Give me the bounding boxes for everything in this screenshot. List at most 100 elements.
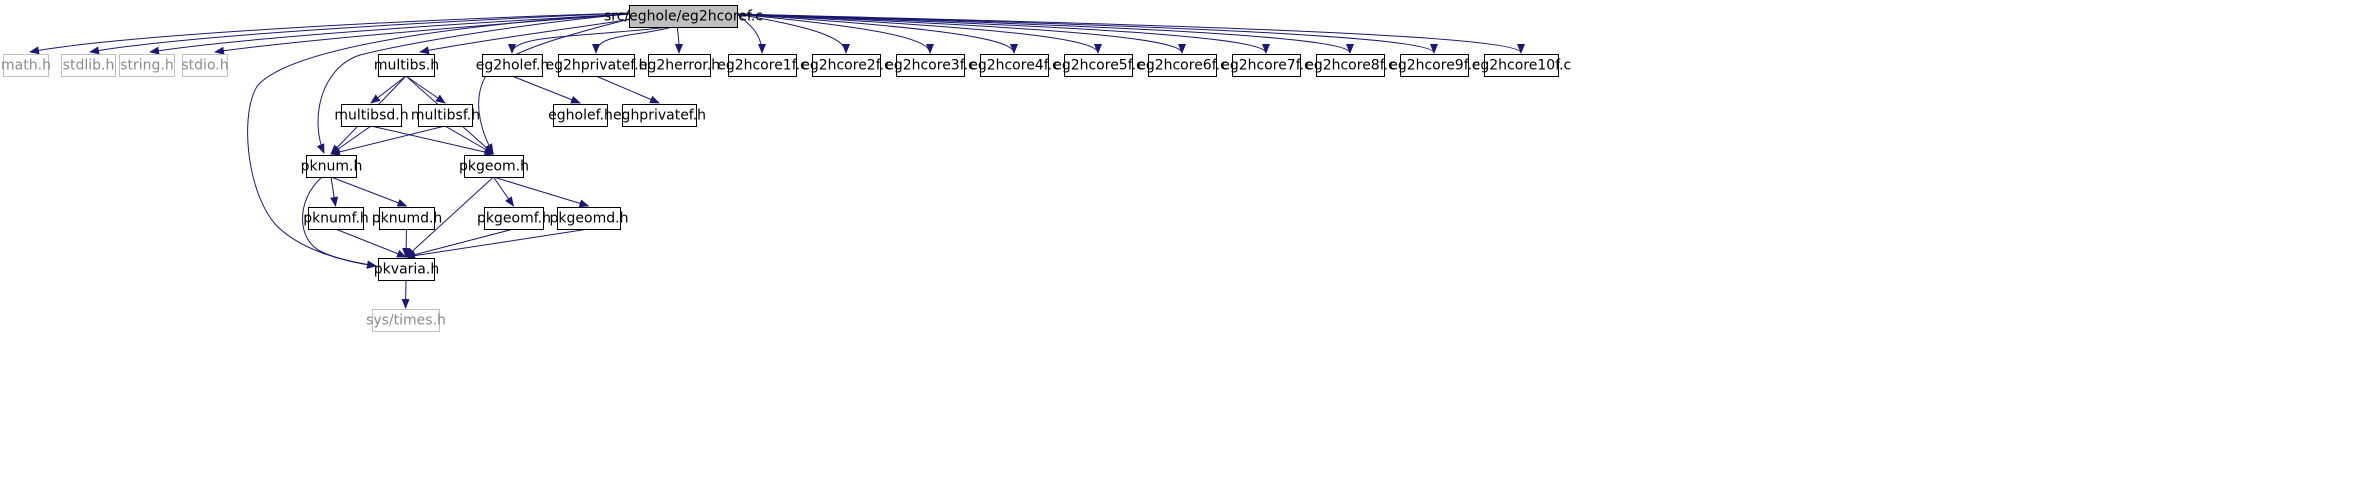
edge-pkgeom-to-pkvaria — [405, 176, 494, 258]
node-multibsf[interactable]: multibsf.h — [411, 104, 480, 127]
edge-root-to-eg2hcore4f — [736, 13, 1018, 54]
node-label: pkgeomf.h — [477, 211, 551, 227]
node-box — [1316, 54, 1385, 77]
node-eg2hcore5f[interactable]: eg2hcore5f.c — [1053, 54, 1144, 77]
node-label: math.h — [1, 58, 51, 74]
node-eg2hcore2f[interactable]: eg2hcore2f.c — [801, 54, 892, 77]
node-eghprivatef[interactable]: eghprivatef.h — [613, 104, 706, 127]
node-box — [896, 54, 965, 77]
node-eg2hprivatef[interactable]: eg2hprivatef.h — [545, 54, 648, 77]
node-box — [728, 54, 797, 77]
edge-multibsd-to-pkgeom — [370, 125, 495, 156]
node-label: eg2hprivatef.h — [545, 58, 647, 74]
node-eg2hcore9f[interactable]: eg2hcore9f.c — [1389, 54, 1480, 77]
edge-root-to-eg2hcore1f — [736, 13, 766, 54]
node-box — [3, 54, 49, 77]
node-eg2hcore1f[interactable]: eg2hcore1f.c — [717, 54, 808, 77]
node-label: eghprivatef.h — [613, 108, 706, 124]
node-box — [622, 104, 697, 127]
node-pkgeomf[interactable]: pkgeomf.h — [477, 207, 551, 230]
edge-pknum-to-pknumd — [330, 176, 408, 207]
node-label: eg2hcore2f.c — [801, 58, 892, 74]
node-pknum[interactable]: pknum.h — [301, 155, 363, 178]
node-pkvaria[interactable]: pkvaria.h — [374, 258, 439, 281]
node-box — [648, 54, 711, 77]
node-box — [553, 104, 608, 127]
edge-multibs-to-multibsf — [405, 75, 446, 104]
edge-root-to-eg2hprivatef — [592, 26, 673, 54]
node-eg2hcore7f[interactable]: eg2hcore7f.c — [1221, 54, 1312, 77]
edge-pknumf-to-pkvaria — [335, 228, 407, 258]
edge-root-to-stdio — [214, 13, 630, 55]
node-eg2holef[interactable]: eg2holef.h — [476, 54, 550, 77]
node-eg2hcore4f[interactable]: eg2hcore4f.c — [969, 54, 1060, 77]
node-label: multibsd.h — [334, 108, 408, 124]
edge-multibsd-to-pknum — [330, 125, 372, 155]
node-box — [378, 258, 435, 281]
node-box — [341, 104, 402, 127]
node-label: eg2hcore8f.c — [1305, 58, 1396, 74]
node-label: pkgeomd.h — [550, 211, 629, 227]
edge-root-to-eg2hcore2f — [736, 13, 850, 54]
node-label: eg2hcore7f.c — [1221, 58, 1312, 74]
node-eg2hcore8f[interactable]: eg2hcore8f.c — [1305, 54, 1396, 77]
node-pknumf[interactable]: pknumf.h — [303, 207, 369, 230]
node-label: src/eghole/eg2hcoref.c — [604, 9, 763, 25]
node-box — [1400, 54, 1469, 77]
node-label: eg2hcore9f.c — [1389, 58, 1480, 74]
edge-pkgeom-to-pkgeomd — [493, 176, 590, 208]
node-label: eg2hcore10f.c — [1472, 58, 1571, 74]
node-box — [980, 54, 1049, 77]
node-label: eg2hcore6f.c — [1137, 58, 1228, 74]
edge-root-to-pknum — [316, 13, 630, 154]
node-pkgeom[interactable]: pkgeom.h — [459, 155, 529, 178]
edge-root-to-eg2hcore6f — [736, 13, 1186, 54]
edge-root-to-eg2hcore10f — [736, 13, 1525, 54]
node-label: eg2herror.h — [639, 58, 720, 74]
node-box — [1232, 54, 1301, 77]
edge-eg2hprivatef-to-eghprivatef — [595, 75, 660, 104]
node-systimes: sys/times.h — [366, 309, 446, 332]
node-label: eg2hcore5f.c — [1053, 58, 1144, 74]
node-multibsd[interactable]: multibsd.h — [334, 104, 409, 127]
edge-root-to-multibs — [419, 17, 641, 55]
edge-root-to-eg2hcore5f — [736, 13, 1102, 54]
node-label: pkgeom.h — [459, 159, 529, 175]
edge-root-to-math — [29, 12, 630, 55]
node-multibs[interactable]: multibs.h — [374, 54, 439, 77]
edge-root-to-eg2hcore3f — [736, 13, 934, 54]
node-box — [418, 104, 473, 127]
node-string: string.h — [119, 54, 175, 77]
node-root[interactable]: src/eghole/eg2hcoref.c — [604, 5, 763, 28]
node-eg2hcore6f[interactable]: eg2hcore6f.c — [1137, 54, 1228, 77]
node-label: pkvaria.h — [374, 262, 439, 278]
node-label: multibs.h — [374, 58, 439, 74]
edge-pknumd-to-pkvaria — [402, 228, 411, 258]
node-box — [306, 155, 357, 178]
node-label: eg2hcore4f.c — [969, 58, 1060, 74]
node-eg2hcore10f[interactable]: eg2hcore10f.c — [1472, 54, 1571, 77]
node-pkgeomd[interactable]: pkgeomd.h — [550, 207, 629, 230]
node-box — [484, 207, 544, 230]
node-egholef[interactable]: egholef.h — [548, 104, 613, 127]
node-box — [119, 54, 175, 77]
edge-pknum-to-pknumf — [330, 176, 339, 207]
edge-pkvaria-to-systimes — [401, 279, 410, 309]
node-pknumd[interactable]: pknumd.h — [372, 207, 443, 230]
node-box — [629, 5, 738, 28]
node-eg2herror[interactable]: eg2herror.h — [639, 54, 720, 77]
node-box — [1484, 54, 1559, 77]
node-label: eg2hcore3f.c — [885, 58, 976, 74]
node-box — [379, 207, 435, 230]
edge-multibsf-to-pknum — [330, 125, 446, 156]
node-label: multibsf.h — [411, 108, 480, 124]
node-box — [308, 207, 364, 230]
node-label: stdio.h — [181, 58, 228, 74]
edge-eg2holef-to-egholef — [511, 75, 581, 104]
node-box — [464, 155, 524, 178]
node-eg2hcore3f[interactable]: eg2hcore3f.c — [885, 54, 976, 77]
node-label: eg2holef.h — [476, 58, 550, 74]
node-box — [1064, 54, 1133, 77]
